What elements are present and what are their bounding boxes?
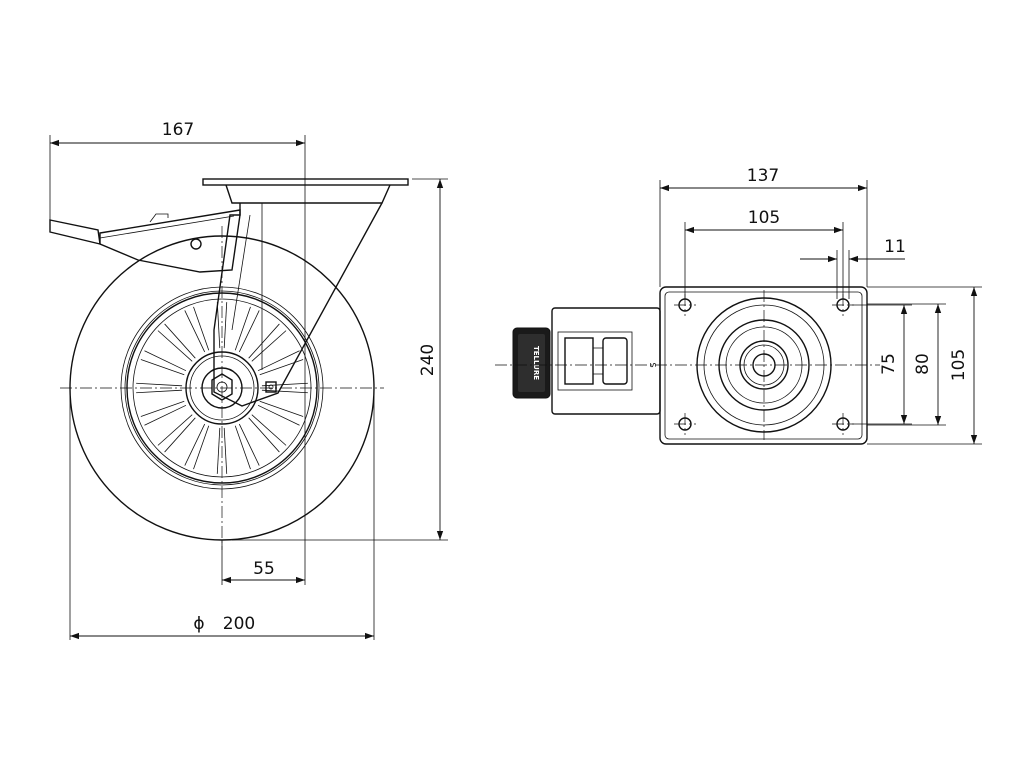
spoke-line bbox=[257, 404, 300, 426]
spoke-line bbox=[140, 359, 185, 376]
spoke-line bbox=[261, 382, 308, 387]
dim-bolt-spacing-x: 105 bbox=[748, 208, 780, 228]
spoke-line bbox=[157, 330, 193, 362]
dim-plate-depth: 105 bbox=[949, 349, 969, 381]
spoke-line bbox=[257, 350, 300, 372]
dim-slot-spacing: 80 bbox=[913, 353, 933, 375]
brake-letter: S bbox=[648, 362, 657, 367]
spoke-line bbox=[223, 302, 228, 349]
wheel-spokes bbox=[136, 302, 308, 474]
spoke-line bbox=[248, 417, 280, 453]
side-view: 167 240 55 ϕ 200 bbox=[49, 120, 448, 640]
spoke-line bbox=[259, 359, 304, 376]
spoke-line bbox=[136, 382, 183, 387]
spoke-line bbox=[248, 323, 280, 359]
dim-wheel-diameter: 200 bbox=[223, 614, 255, 634]
spoke-line bbox=[193, 425, 210, 470]
brand-logo: TELLURE bbox=[532, 346, 540, 380]
spoke-line bbox=[216, 302, 221, 349]
spoke-line bbox=[234, 425, 251, 470]
dim-plate-width: 137 bbox=[747, 166, 779, 186]
swivel-fork bbox=[49, 178, 409, 407]
spoke-line bbox=[216, 427, 221, 474]
spoke-line bbox=[193, 306, 210, 351]
dim-offset: 55 bbox=[253, 559, 275, 579]
mounting-plate bbox=[659, 286, 868, 445]
spoke-line bbox=[144, 404, 187, 426]
diameter-symbol: ϕ bbox=[193, 614, 204, 634]
spoke-line bbox=[238, 310, 260, 353]
dim-bolt-spacing-y: 75 bbox=[879, 353, 899, 375]
spoke-line bbox=[234, 306, 251, 351]
spoke-line bbox=[261, 389, 308, 394]
spoke-line bbox=[184, 423, 206, 466]
brake-pedal: TELLURE S bbox=[512, 307, 661, 415]
spoke-line bbox=[164, 417, 196, 453]
spoke-line bbox=[164, 323, 196, 359]
top-view: TELLURE S 137 105 bbox=[495, 166, 982, 445]
dim-bolt-hole: 11 bbox=[884, 237, 906, 257]
spoke-line bbox=[238, 423, 260, 466]
spoke-line bbox=[144, 350, 187, 372]
spoke-line bbox=[259, 400, 304, 417]
dim-height: 240 bbox=[418, 344, 438, 376]
spoke-line bbox=[223, 427, 228, 474]
spoke-line bbox=[157, 414, 193, 446]
spoke-line bbox=[136, 389, 183, 394]
dim-overall-length: 167 bbox=[162, 120, 194, 140]
spoke-line bbox=[251, 330, 287, 362]
spoke-line bbox=[251, 414, 287, 446]
spoke-line bbox=[184, 310, 206, 353]
spoke-line bbox=[140, 400, 185, 417]
